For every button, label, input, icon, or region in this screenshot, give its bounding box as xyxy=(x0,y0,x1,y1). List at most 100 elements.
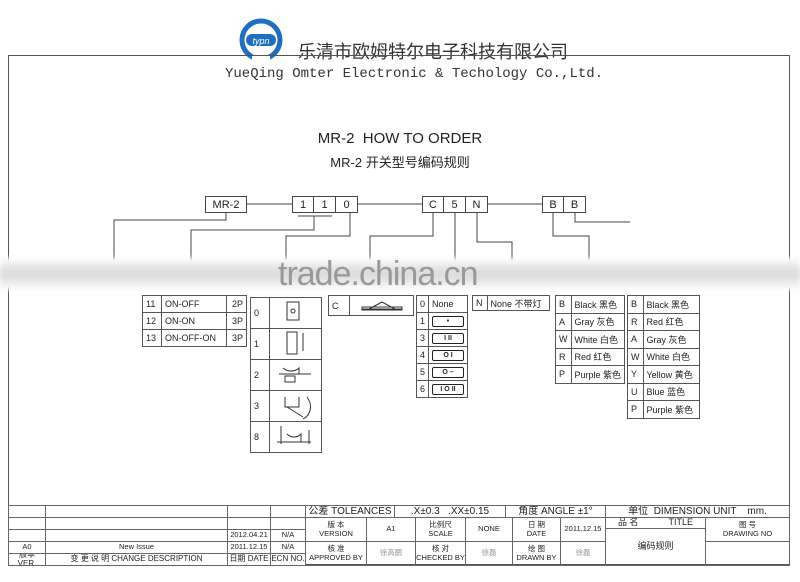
terminal-code: 1 xyxy=(250,328,270,360)
terminal-drawing-icon xyxy=(279,366,311,383)
color-en: Gray xyxy=(646,334,667,345)
watermark: trade.china.cn xyxy=(278,255,479,293)
mark-symbol: • xyxy=(428,312,469,330)
cell-text: A0 xyxy=(22,542,32,552)
table-row: 1 xyxy=(250,328,322,360)
cell-text: NONE xyxy=(478,524,500,534)
mark-label: None xyxy=(432,299,454,309)
rocker-actuator-icon xyxy=(361,300,402,310)
company-name-cn: 乐清市欧姆特尔电子科技有限公司 xyxy=(298,42,568,63)
actuator-code: C xyxy=(328,295,350,316)
color-en: White xyxy=(574,334,598,345)
color-cn: 蓝色 xyxy=(667,388,686,399)
pole-code: 12 xyxy=(142,312,162,330)
color-name: Black 黑色 xyxy=(642,295,700,314)
table-row: 3 xyxy=(250,390,322,422)
terminal-drawing-icon xyxy=(277,426,311,444)
terminal-drawing xyxy=(269,328,322,360)
pole-count: 3P xyxy=(225,312,248,330)
cell-text: 2011.12.15 xyxy=(230,542,268,552)
pole-count: 3P xyxy=(225,329,248,347)
cell-text: DRAWN BY xyxy=(516,552,557,562)
mark-code: 0 xyxy=(415,295,430,313)
color-cn: 紫色 xyxy=(603,370,622,381)
color-name: White 白色 xyxy=(642,347,700,366)
cell-text: ECN NO. xyxy=(271,554,305,564)
color-name: Purple 紫色 xyxy=(642,400,700,419)
color-cn: 黑色 xyxy=(599,300,618,311)
code-poles-1: 1 xyxy=(292,196,314,213)
pole-code: 11 xyxy=(142,295,162,313)
mark-symbol-icon: O I xyxy=(432,350,465,361)
color-code: W xyxy=(627,347,644,366)
cell-text: 公差 TOLEANCES xyxy=(308,506,392,517)
code-color-1: B xyxy=(542,196,564,213)
pole-function: ON-OFF xyxy=(161,295,227,313)
cell-text: 绘 图 xyxy=(527,544,546,554)
drawing-no-value xyxy=(705,541,790,566)
color-code: Y xyxy=(627,365,644,384)
color-cn: 黄色 xyxy=(674,370,693,381)
cell-text: .X±0.3 .XX±0.15 xyxy=(410,506,490,517)
color-cn: 红色 xyxy=(665,318,684,329)
color-code: W xyxy=(555,330,572,349)
cell-text: 编码规则 xyxy=(637,541,674,552)
cell-text: DATE xyxy=(526,528,547,538)
mark-symbol: I II xyxy=(428,329,469,347)
mark-symbol-icon: I O II xyxy=(432,384,465,395)
color-code: R xyxy=(555,347,572,366)
color-code: P xyxy=(555,365,572,384)
color-name: Gray 灰色 xyxy=(642,330,700,349)
mark-symbol: O I xyxy=(428,346,469,364)
pole-function: ON-ON xyxy=(161,312,227,330)
terminal-code: 3 xyxy=(250,390,270,422)
mark-symbol: O – xyxy=(428,363,469,381)
color-en: White xyxy=(646,352,670,363)
pole-function: ON-OFF-ON xyxy=(161,329,227,347)
lamp-label-en: None xyxy=(490,298,513,309)
cell-text: CHECKED BY xyxy=(416,552,465,562)
color-cn: 白色 xyxy=(600,335,619,346)
pole-code: 13 xyxy=(142,329,162,347)
date-value: 2011.12.15 xyxy=(560,517,606,542)
page-title: MR-2 HOW TO ORDER xyxy=(317,130,483,147)
cell-text: 变 更 说 明 CHANGE DESCRIPTION xyxy=(70,554,203,564)
mark-code: 5 xyxy=(415,363,430,381)
cell-text: 版 本 xyxy=(327,520,345,530)
terminal-drawing xyxy=(269,359,322,391)
revision-header-hdr_ver: 版本 VER. xyxy=(8,553,46,566)
cell-text: N/A xyxy=(281,542,295,552)
revision-header-hdr_desc: 变 更 说 明 CHANGE DESCRIPTION xyxy=(45,553,228,566)
company-name-en: YueQing Omter Electronic & Techology Co.… xyxy=(225,66,604,82)
table-row: 0 xyxy=(250,297,322,329)
version-value: A1 xyxy=(366,517,416,542)
drawing-frame xyxy=(8,55,790,565)
company-logo: typn xyxy=(238,18,284,64)
terminal-drawing-icon xyxy=(284,396,311,420)
pole-count: 2P xyxy=(225,295,248,313)
color-en: Purple xyxy=(574,369,601,380)
color-cn: 紫色 xyxy=(675,405,694,416)
subtitle-model: MR-2 xyxy=(330,155,363,170)
table-row: 8 xyxy=(250,421,322,453)
table-row: C xyxy=(328,295,414,316)
scale-value: NONE xyxy=(465,517,513,542)
cell-text: 版本 VER. xyxy=(17,553,37,566)
color-name: Red 红色 xyxy=(642,312,700,331)
cell-text: 核 对 xyxy=(431,544,450,554)
color-name: Purple 紫色 xyxy=(570,365,626,384)
cell-text: 单位 DIMENSION UNIT mm. xyxy=(628,506,767,517)
actuator-drawing xyxy=(349,295,414,316)
color-en: Black xyxy=(574,299,597,310)
